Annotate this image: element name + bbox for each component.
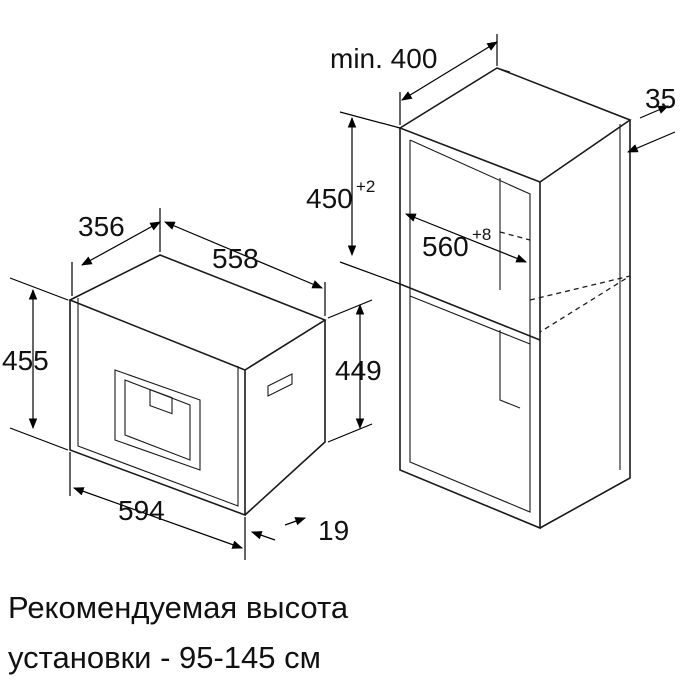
appliance-body-height-label: 449 — [335, 355, 382, 386]
cabinet-side-label: 35 — [645, 83, 676, 114]
appliance-width-label: 594 — [118, 495, 165, 526]
caption-line-1: Рекомендуемая высота — [8, 590, 349, 625]
coffee-machine — [68, 254, 327, 517]
appliance-depth-label: 356 — [78, 211, 125, 242]
niche-width-tolerance: +8 — [472, 225, 491, 244]
caption-line-2: установки - 95-145 см — [8, 640, 321, 675]
front-thickness-label: 19 — [318, 515, 349, 546]
appliance-height-label: 455 — [2, 345, 49, 376]
dimension-lines — [9, 34, 676, 560]
niche-height-label: 450 — [306, 183, 353, 214]
appliance-top-width-label: 558 — [212, 243, 259, 274]
niche-width-label: 560 — [422, 231, 469, 262]
cabinet — [398, 67, 632, 530]
cabinet-depth-label: min. 400 — [330, 43, 437, 74]
niche-height-tolerance: +2 — [356, 177, 375, 196]
